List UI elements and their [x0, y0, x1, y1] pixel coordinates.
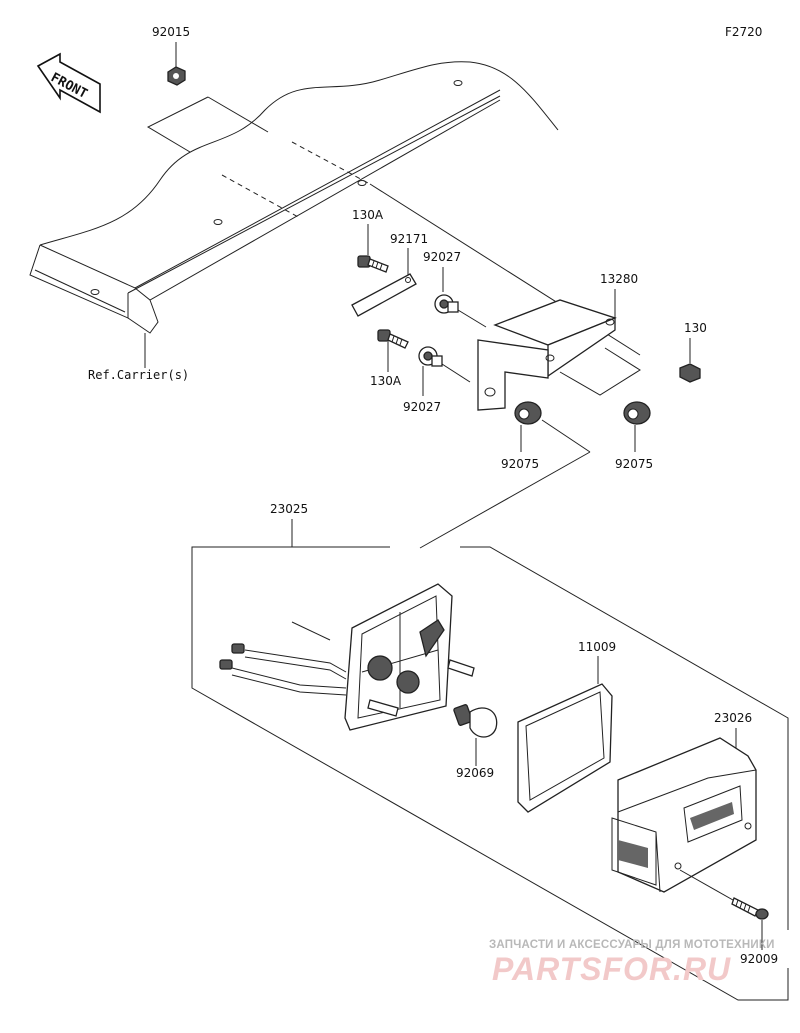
part-label-13280[interactable]: 13280 — [600, 272, 638, 286]
part-13280-bracket — [477, 299, 617, 411]
part-label-92069[interactable]: 92069 — [456, 766, 494, 780]
watermark-logo: PARTSFOR.RU — [492, 951, 731, 987]
part-23026-lens — [611, 737, 757, 893]
part-label-92027-lower[interactable]: 92027 — [403, 400, 441, 414]
ref-carrier-label: Ref.Carrier(s) — [88, 368, 189, 382]
part-130A-bolt-lower — [377, 329, 409, 349]
part-11009-gasket — [517, 683, 613, 813]
part-92069-bulb — [453, 704, 498, 738]
part-label-130[interactable]: 130 — [684, 321, 707, 335]
part-92075-grommet-right — [623, 401, 651, 425]
part-label-92171[interactable]: 92171 — [390, 232, 428, 246]
part-label-11009[interactable]: 11009 — [578, 640, 616, 654]
part-label-23026[interactable]: 23026 — [714, 711, 752, 725]
part-label-130A-upper[interactable]: 130A — [352, 208, 384, 222]
part-92009-screw — [731, 897, 769, 920]
part-label-92075-right[interactable]: 92075 — [615, 457, 653, 471]
part-label-92009[interactable]: 92009 — [740, 952, 778, 966]
figure-code: F2720 — [725, 25, 762, 39]
carrier-rack — [29, 61, 559, 368]
part-130-bolt — [679, 363, 701, 383]
part-92027-collar-lower — [418, 346, 443, 367]
part-23025-lamp-base — [219, 583, 475, 731]
part-label-23025[interactable]: 23025 — [270, 502, 308, 516]
part-label-92027-upper[interactable]: 92027 — [423, 250, 461, 264]
part-label-92075-left[interactable]: 92075 — [501, 457, 539, 471]
part-130A-bolt-upper — [357, 255, 389, 273]
part-label-130A-lower[interactable]: 130A — [370, 374, 402, 388]
watermark-tagline: ЗАПЧАСТИ И АКСЕССУАРЫ ДЛЯ МОТОТЕХНИКИ — [489, 939, 775, 951]
part-92075-grommet-left — [514, 401, 542, 425]
part-92027-collar-upper — [434, 294, 459, 314]
part-92171-strap — [351, 273, 417, 317]
part-label-92015[interactable]: 92015 — [152, 25, 190, 39]
front-arrow-icon: FRONT — [36, 52, 101, 114]
part-92015-nut — [167, 66, 186, 86]
